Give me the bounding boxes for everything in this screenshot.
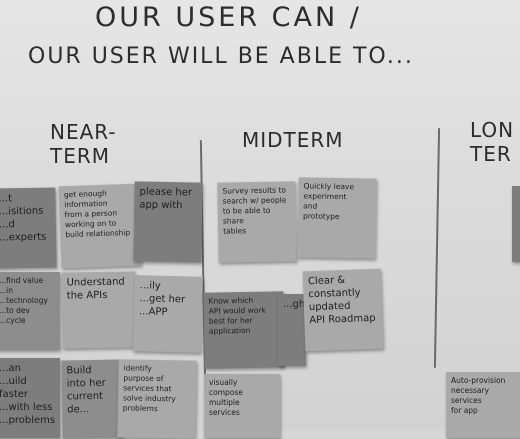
- column-heading-near-term: NEAR- TERM: [50, 120, 117, 168]
- title-line-1: OUR USER CAN /: [95, 2, 362, 33]
- sticky-note: ...ily ...get her ...APP: [133, 275, 203, 353]
- sticky-note: ...find value ...in ...technology ...to …: [0, 272, 60, 350]
- sticky-note: visually compose multiple services: [204, 374, 280, 438]
- sticky-note: please her app with: [133, 181, 203, 263]
- sticky-note: Know which API would work best for her a…: [203, 291, 285, 369]
- title-line-2: OUR USER WILL BE ABLE TO...: [28, 44, 414, 69]
- sticky-note: get enough information from a person wor…: [58, 183, 142, 269]
- sticky-note: Build into her current de...: [61, 359, 123, 439]
- sticky-note: ...t ...isitions ...d ...experts: [0, 187, 57, 269]
- column-heading-long-term: LON TER: [470, 118, 515, 166]
- sticky-note: ...an ...uild faster ...with less ...pro…: [0, 358, 60, 438]
- sticky-note: Understand the APIs: [61, 271, 137, 349]
- sticky-note: Auto-provision necessary services for ap…: [446, 372, 520, 438]
- column-divider-2: [433, 128, 441, 368]
- sticky-note: Quickly leave experiment and prototype: [297, 177, 377, 259]
- sticky-note: Survey results to search w/ people to be…: [217, 181, 297, 263]
- column-heading-midterm: MIDTERM: [242, 128, 344, 152]
- sticky-note: Clear & constantly updated API Roadmap: [302, 268, 384, 352]
- sticky-note: [512, 186, 520, 262]
- sticky-note: identify purpose of services that solve …: [117, 359, 197, 439]
- sticky-note: ...ght: [278, 294, 306, 366]
